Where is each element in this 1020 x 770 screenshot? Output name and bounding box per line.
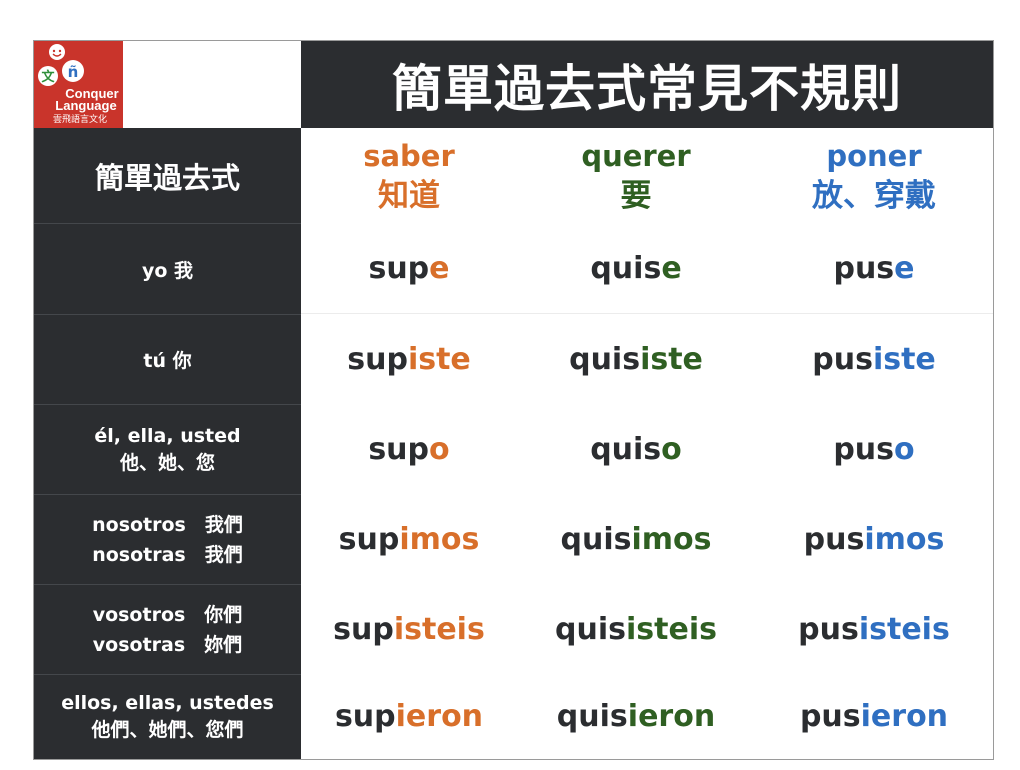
corner-label: 簡單過去式: [94, 160, 240, 195]
title-bar: 簡單過去式常見不規則: [301, 41, 993, 128]
logo-spacer: [123, 41, 301, 128]
verb-poner-meaning: 放、穿戴: [812, 177, 936, 214]
logo-brand-line1: Conquer: [65, 86, 118, 101]
verb-header-saber: saber 知道: [301, 128, 517, 223]
verb-saber-meaning: 知道: [378, 177, 440, 214]
verb-querer: querer: [581, 138, 691, 173]
pronoun-el-line1: él, ella, usted: [94, 424, 241, 447]
logo-glyph-wen: 文: [41, 69, 55, 85]
pronoun-nosotros-line2: nosotras 我們: [92, 543, 243, 566]
pronoun-ellos: ellos, ellas, ustedes 他們、她們、您們: [34, 674, 301, 759]
pronoun-nosotros: nosotros 我們 nosotras 我們: [34, 494, 301, 584]
pronoun-vosotros-line2: vosotras 妳們: [92, 633, 243, 656]
pronoun-ellos-line2: 他們、她們、您們: [91, 719, 244, 741]
verb-poner: poner: [826, 138, 922, 173]
page-title: 簡單過去式常見不規則: [392, 59, 902, 118]
logo-brand-line2: Language: [55, 98, 116, 113]
verb-querer-meaning: 要: [620, 177, 652, 214]
row-divider: [301, 313, 993, 314]
pronoun-vosotros-line1: vosotros 你們: [92, 603, 243, 626]
logo-brand-zh: 雲飛語言文化: [53, 113, 107, 125]
pronoun-el-line2: 他、她、您: [119, 451, 215, 474]
pronoun-ellos-line1: ellos, ellas, ustedes: [61, 692, 274, 714]
pronoun-vosotros: vosotros 你們 vosotras 妳們: [34, 584, 301, 674]
verb-header-poner: poner 放、穿戴: [755, 128, 993, 223]
pronoun-yo: yo 我: [34, 223, 301, 314]
verb-header-querer: querer 要: [517, 128, 755, 223]
slide-frame: [33, 40, 994, 760]
pronoun-nosotros-line1: nosotros 我們: [92, 513, 243, 536]
logo-glyph-n: ñ: [68, 63, 79, 81]
pronoun-column: 簡單過去式 yo 我 tú 你 él, ella, usted 他、她、您 nos…: [34, 128, 301, 759]
verb-saber: saber: [363, 138, 455, 173]
conquer-language-logo: 文 ñ Conquer Language 雲飛語言文化: [34, 41, 123, 128]
pronoun-el: él, ella, usted 他、她、您: [34, 404, 301, 494]
pronoun-tu: tú 你: [34, 314, 301, 404]
logo-mark-icon: 文 ñ Conquer Language 雲飛語言文化: [38, 44, 119, 125]
